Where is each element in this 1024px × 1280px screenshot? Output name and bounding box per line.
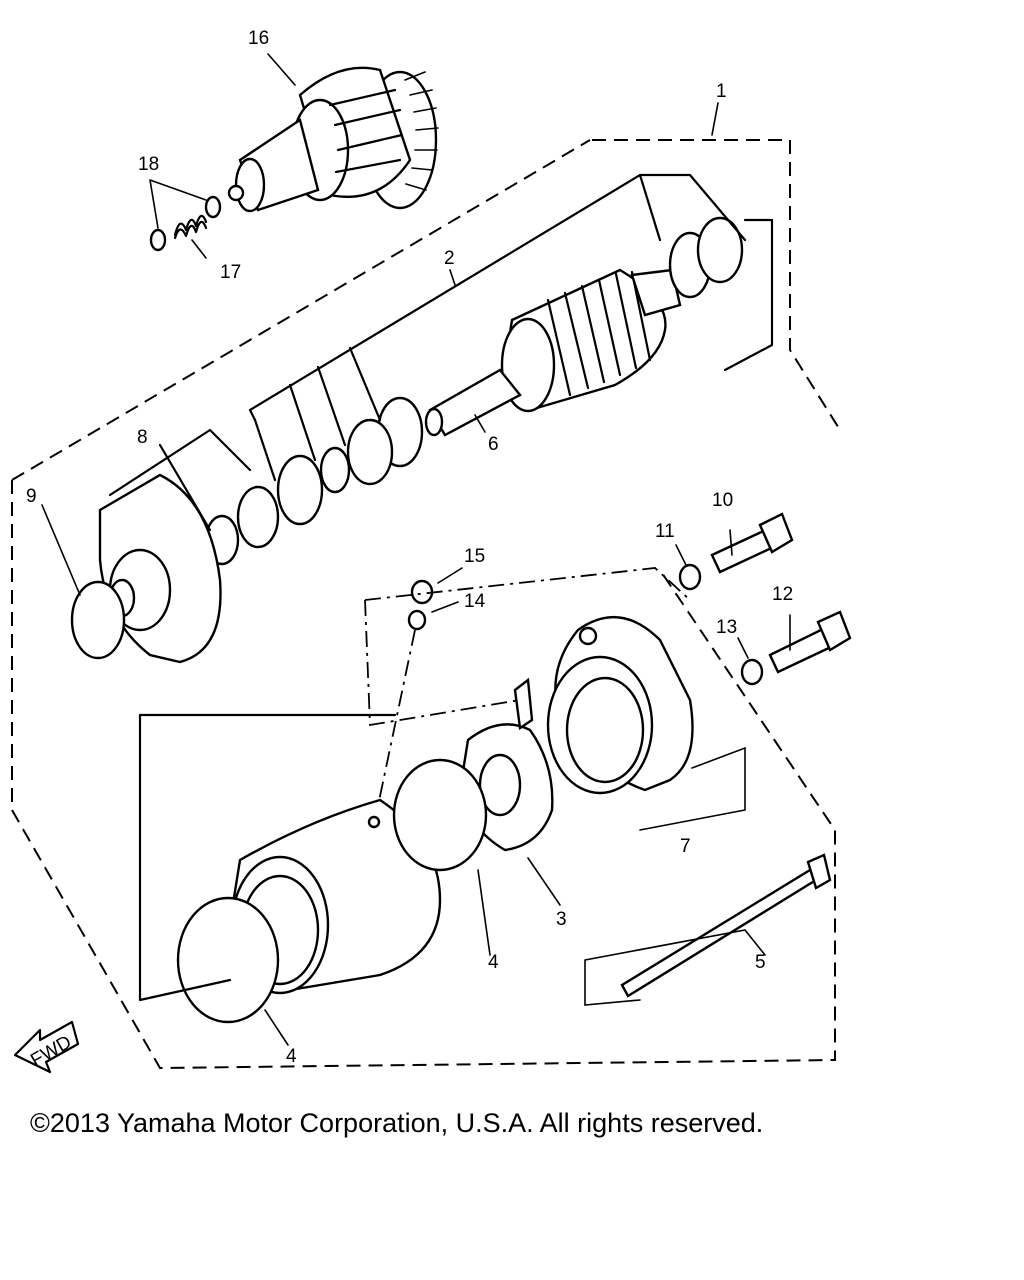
callout-4b: 4 [286,1046,297,1067]
washer-11-part [678,563,702,591]
o-ring-4a-part [392,758,488,872]
subgroup-boundary [364,567,691,727]
starter-clutch-part [227,66,439,213]
through-bolt-part [584,853,832,1006]
washer-shims-part [204,216,744,566]
callout-3: 3 [556,909,567,930]
washer-14-part [407,609,427,631]
callout-16: 16 [248,28,269,49]
bracket-lines [248,173,774,482]
front-cover-part [98,428,252,664]
rear-cover-part [546,616,746,831]
callout-18: 18 [138,154,159,175]
callout-labels: 16 1 18 17 2 8 6 9 10 11 15 14 12 13 7 3… [26,28,793,1067]
callout-2: 2 [444,248,455,269]
callout-7: 7 [680,836,691,857]
callout-5: 5 [755,952,766,973]
spring-and-washers-part [149,179,222,259]
nut-15-part [410,579,434,605]
callout-11: 11 [655,521,675,542]
bolt-10-part [710,512,794,574]
fwd-label: FWD [27,1032,75,1072]
assembly-boundary [11,139,841,1070]
bolt-12-part [768,610,852,674]
callout-1: 1 [716,81,727,102]
copyright-text: ©2013 Yamaha Motor Corporation, U.S.A. A… [30,1108,764,1138]
callout-4a: 4 [488,952,499,973]
callout-15: 15 [464,546,485,567]
o-ring-4b-part [176,896,280,1024]
callout-8: 8 [137,427,148,448]
callout-17: 17 [220,262,241,283]
callout-14: 14 [464,591,486,612]
housing-bracket [138,713,397,1002]
callout-13: 13 [716,617,737,638]
fwd-arrow-icon: FWD [13,1020,80,1074]
o-ring-part [70,580,126,660]
callout-12: 12 [772,584,793,605]
callout-6: 6 [488,434,499,455]
callout-9: 9 [26,486,37,507]
callout-10: 10 [712,490,733,511]
washer-13-part [740,658,764,686]
armature-part [424,268,682,437]
